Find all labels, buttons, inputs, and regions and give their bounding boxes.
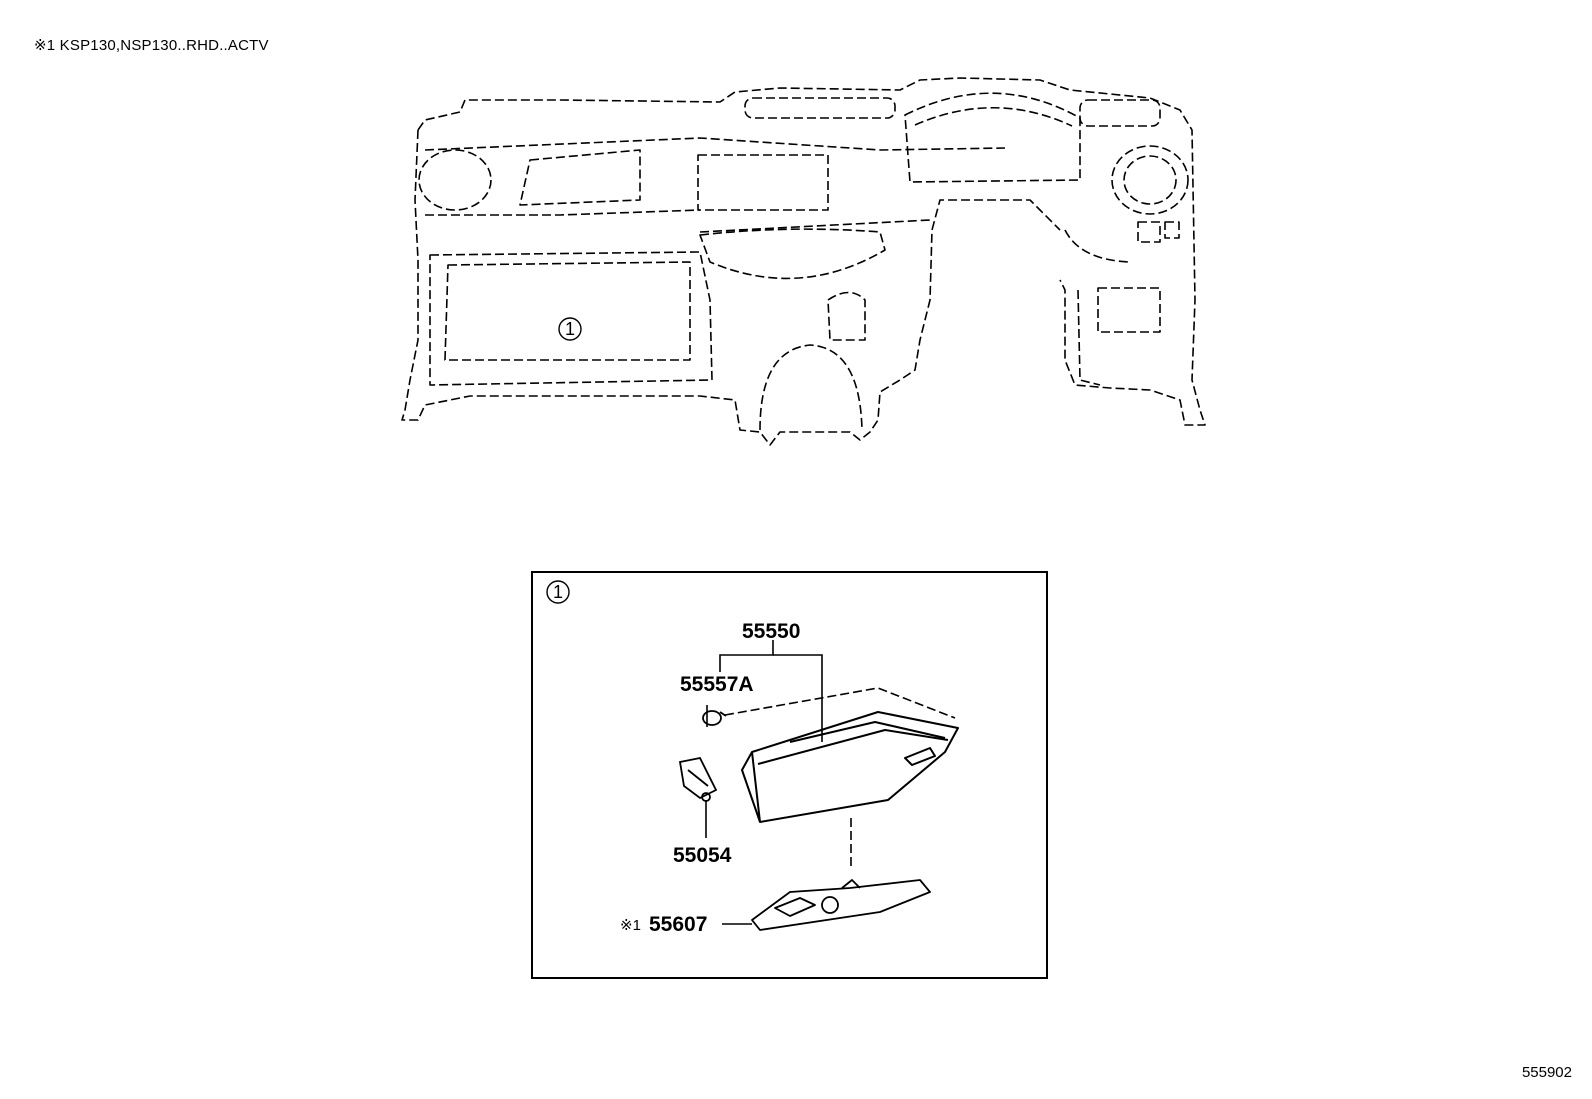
- hinge-part: [678, 756, 718, 802]
- part-number-55557A[interactable]: 55557A: [680, 673, 754, 696]
- part-number-55607[interactable]: 55607: [649, 913, 707, 936]
- phantom-line: [724, 687, 956, 719]
- callout-1-detail[interactable]: 1: [546, 580, 570, 604]
- lower-panel-part: [751, 879, 931, 931]
- dashboard-outline: [401, 77, 1206, 446]
- part-number-55550[interactable]: 55550: [742, 620, 800, 643]
- part-number-55054[interactable]: 55054: [673, 844, 732, 867]
- svg-text:1: 1: [565, 319, 575, 339]
- leader-lines: [705, 640, 823, 925]
- callout-1-overview[interactable]: 1: [558, 317, 582, 341]
- part-prefix-note: ※1: [620, 917, 641, 934]
- damper-part: [702, 710, 727, 726]
- svg-text:1: 1: [553, 582, 563, 602]
- applicability-note: ※1 KSP130,NSP130..RHD..ACTV: [34, 37, 269, 54]
- detail-frame: [531, 571, 1048, 979]
- diagram-id: 555902: [1521, 1064, 1572, 1081]
- glove-box-door: [741, 711, 959, 823]
